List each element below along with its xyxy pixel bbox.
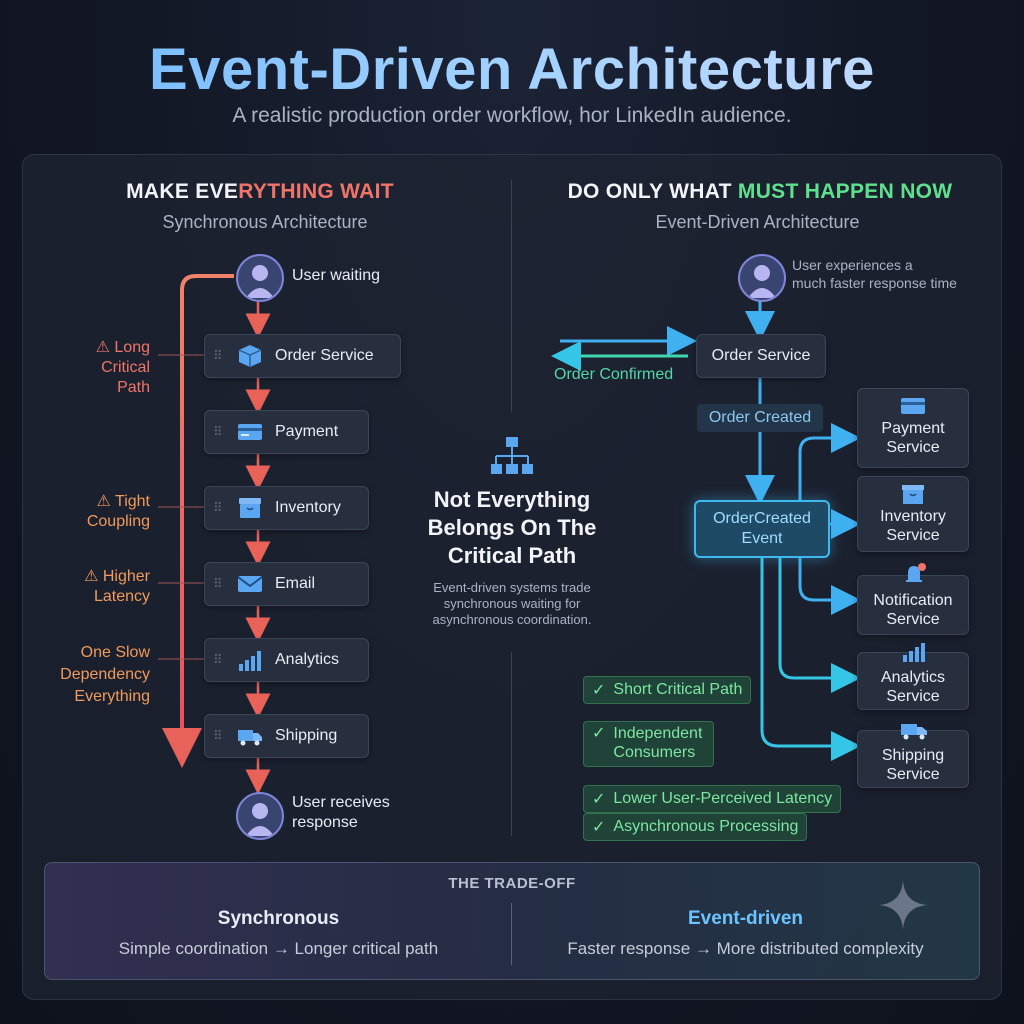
analytics-icon (903, 643, 925, 662)
sync-step-analytics[interactable]: ⠿ Analytics (204, 638, 369, 682)
sync-step-email[interactable]: ⠿ Email (204, 562, 369, 606)
card-icon (235, 417, 265, 447)
org-chart-icon (491, 437, 533, 474)
sync-step-payment[interactable]: ⠿ Payment (204, 410, 369, 454)
user-waiting-avatar (236, 254, 284, 302)
user-icon (246, 265, 274, 298)
page-subtitle: A realistic production order workflow, h… (232, 104, 792, 127)
drag-handle-icon[interactable]: ⠿ (213, 576, 223, 591)
benefit-async-processing: ✓Asynchronous Processing (583, 813, 808, 841)
drag-handle-icon[interactable]: ⠿ (213, 652, 223, 667)
check-icon: ✓ (592, 682, 606, 699)
user-waiting-label: User waiting (292, 267, 381, 284)
event-order-service[interactable]: Order Service (696, 334, 826, 378)
sparkle-icon (879, 881, 927, 929)
step-label: Email (275, 575, 316, 592)
truck-icon (235, 721, 265, 751)
drag-handle-icon[interactable]: ⠿ (213, 500, 223, 515)
user-fast-avatar (738, 254, 786, 302)
check-icon: ✓ (592, 725, 606, 742)
check-icon: ✓ (592, 791, 606, 808)
bell-icon (906, 563, 926, 582)
sync-section-subtitle: Synchronous Architecture (162, 212, 368, 232)
user-icon (246, 803, 274, 836)
drag-handle-icon[interactable]: ⠿ (213, 424, 223, 439)
card-icon (901, 398, 925, 414)
order-confirmed-label: Order Confirmed (554, 366, 674, 383)
sync-section-title: MAKE EVERYTHING WAIT (126, 180, 394, 203)
step-label: Inventory (275, 499, 341, 516)
order-created-label: Order Created (697, 404, 823, 432)
user-response-avatar (236, 792, 284, 840)
step-label: Payment (275, 423, 339, 440)
step-label: Shipping (275, 727, 338, 744)
truck-icon (901, 724, 927, 740)
main-panel (22, 154, 1002, 1000)
step-label: Analytics (275, 651, 340, 668)
package-icon (235, 341, 265, 371)
check-icon: ✓ (592, 819, 606, 836)
event-section-title: DO ONLY WHAT MUST HAPPEN NOW (567, 180, 953, 203)
analytics-icon (235, 645, 265, 675)
user-icon (748, 265, 776, 298)
inventory-icon (902, 485, 924, 504)
benefit-lower-latency: ✓Lower User-Perceived Latency (583, 785, 842, 813)
sync-step-inventory[interactable]: ⠿ Inventory (204, 486, 369, 530)
divider-bottom (511, 652, 512, 836)
divider-top (511, 180, 512, 412)
tradeoff-sync-head: Synchronous (217, 908, 340, 929)
sync-step-shipping[interactable]: ⠿ Shipping (204, 714, 369, 758)
drag-handle-icon[interactable]: ⠿ (213, 728, 223, 743)
inventory-icon (235, 493, 265, 523)
tradeoff-title: THE TRADE-OFF (448, 875, 576, 892)
benefit-short-critical-path: ✓Short Critical Path (583, 676, 752, 704)
sync-step-order-service[interactable]: ⠿ Order Service (204, 334, 401, 378)
mail-icon (235, 569, 265, 599)
tradeoff-event-body: Faster response → More distributed compl… (567, 939, 924, 958)
tradeoff-sync-body: Simple coordination → Longer critical pa… (118, 939, 439, 958)
order-service-label: Order Service (711, 347, 811, 364)
tradeoff-panel: THE TRADE-OFF Synchronous Simple coordin… (44, 862, 980, 980)
step-label: Order Service (275, 347, 374, 364)
tradeoff-divider (511, 903, 512, 965)
page-title: Event-Driven Architecture (0, 36, 1024, 103)
event-section-subtitle: Event-Driven Architecture (655, 212, 860, 232)
tradeoff-event-head: Event-driven (687, 908, 804, 929)
drag-handle-icon[interactable]: ⠿ (213, 348, 223, 363)
